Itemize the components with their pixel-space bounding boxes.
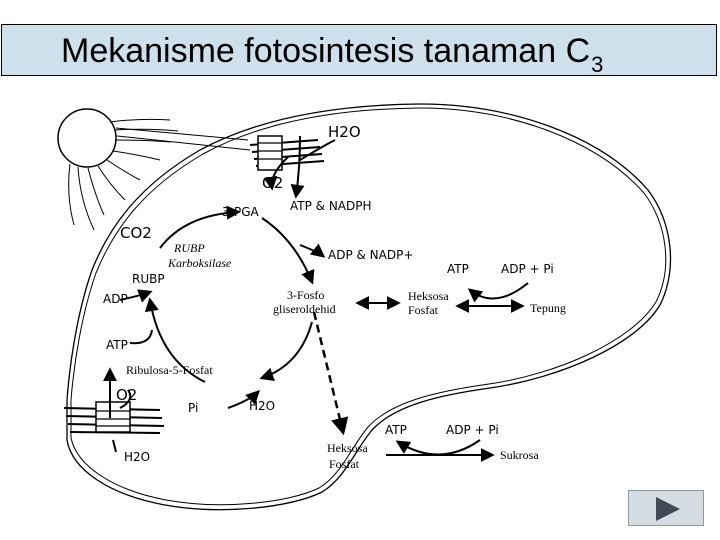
- label-fosfo-1: 3-Fosfo: [287, 288, 324, 302]
- play-triangle-icon: [656, 497, 680, 521]
- label-adp-left: ADP: [103, 292, 128, 306]
- label-heksosa-bottom-2: Fosfat: [329, 457, 360, 471]
- dashed-arrow: [312, 311, 349, 436]
- cell-outline: [66, 103, 672, 511]
- slide-title: Mekanisme fotosintesis tanaman C3: [61, 29, 603, 77]
- label-adp-pi-right: ADP + Pi: [501, 262, 554, 276]
- label-o2-bottom: O2: [116, 386, 137, 404]
- label-heksosa-1: Heksosa: [408, 289, 449, 303]
- label-h2o-top: H2O: [328, 123, 361, 141]
- label-rubp-enzyme-1: RUBP: [173, 241, 205, 255]
- label-h2o-mid: H2O: [249, 399, 275, 413]
- title-bar: Mekanisme fotosintesis tanaman C3: [1, 24, 717, 77]
- label-co2: CO2: [120, 224, 152, 242]
- thylakoid-top: [249, 135, 325, 171]
- label-heksosa-bottom-1: Heksosa: [327, 441, 368, 455]
- label-sukrosa: Sukrosa: [500, 448, 539, 462]
- label-ribulosa: Ribulosa-5-Fosfat: [126, 363, 213, 377]
- label-rubp: RUBP: [132, 272, 165, 286]
- label-pi: Pi: [188, 401, 198, 415]
- label-atp-left: ATP: [106, 338, 128, 352]
- label-atp-nadph: ATP & NADPH: [290, 199, 372, 213]
- label-tepung: Tepung: [530, 301, 566, 315]
- title-subscript: 3: [591, 52, 604, 77]
- label-atp-bottom: ATP: [385, 423, 407, 437]
- label-atp-right: ATP: [447, 262, 469, 276]
- calvin-cycle-arrows: [103, 135, 336, 453]
- label-fosfo-2: gliseroldehid: [273, 302, 336, 316]
- label-rubp-enzyme-2: Karboksilase: [167, 256, 232, 270]
- label-adp-pi-bottom: ADP + Pi: [446, 423, 499, 437]
- next-slide-button[interactable]: [628, 490, 704, 526]
- label-o2-top: O2: [262, 174, 283, 192]
- exchange-arrows: [355, 282, 529, 462]
- label-h2o-bottom: H2O: [124, 450, 150, 464]
- label-3pga: 3-PGA: [222, 205, 260, 219]
- label-adp-nadp: ADP & NADP+: [328, 248, 413, 262]
- thylakoid-bottom: [63, 401, 165, 434]
- label-heksosa-2: Fosfat: [408, 303, 439, 317]
- title-main: Mekanisme fotosintesis tanaman C: [61, 32, 591, 70]
